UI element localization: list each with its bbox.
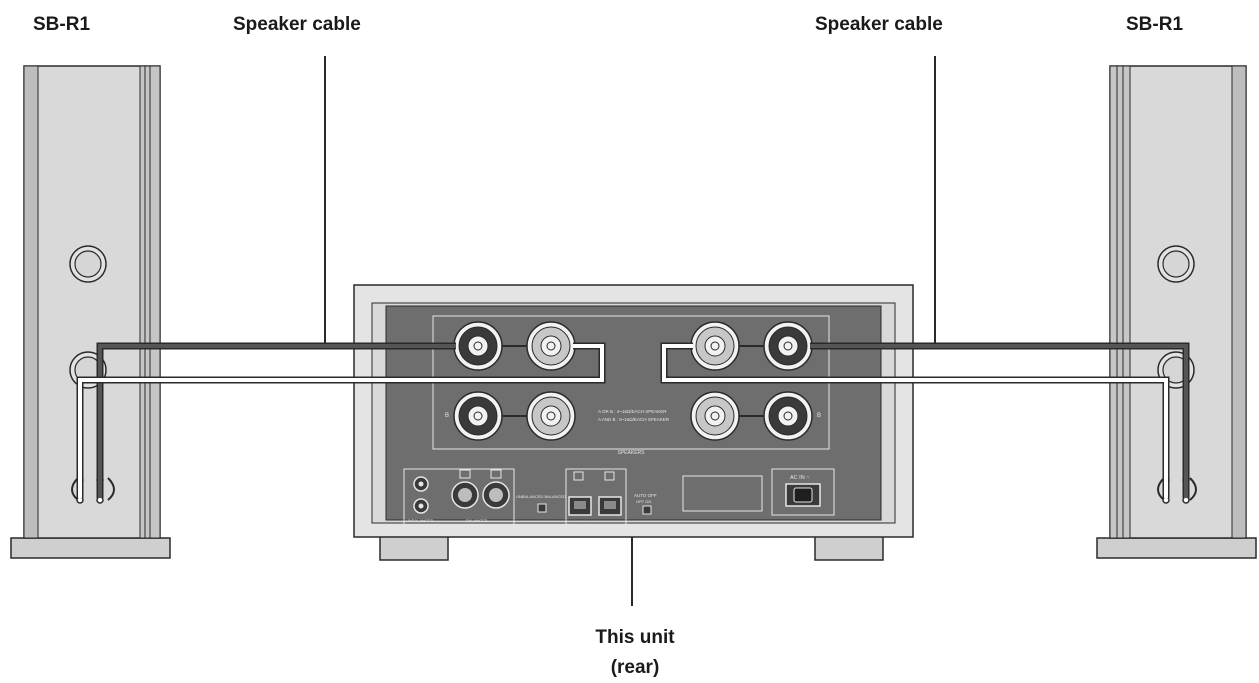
digital-link-label: Technics Digital Link IN	[567, 523, 607, 527]
ac-in-section	[771, 468, 835, 516]
ac-in-label: AC IN ~	[790, 475, 809, 481]
unit-foot-right	[814, 535, 884, 561]
label-plate	[682, 475, 763, 512]
terminal-right-a-pos	[690, 321, 740, 371]
cable-left-label: Speaker cable	[233, 14, 361, 35]
unit-label-line1: This unit	[595, 627, 675, 648]
unit-label-line2: (rear)	[610, 657, 660, 678]
speaker-cable-right	[660, 342, 1190, 498]
auto-off-options: OFF ON	[636, 499, 651, 504]
input-select-switch	[537, 503, 547, 513]
speaker-cable-left	[76, 342, 606, 498]
analog-in-section	[403, 468, 515, 531]
speaker-right-label: SB-R1	[1126, 14, 1184, 35]
amplifier-unit: SPEAKERS A OR B : 4~16Ω/EACH SPEAKER A A…	[353, 284, 914, 561]
terminal-right-b-neg	[763, 391, 813, 441]
input-switch-label: UNBALANCED BALANCED	[516, 494, 566, 499]
ab-note-2: A AND B : 8~16Ω/EACH SPEAKER	[598, 417, 670, 422]
ab-note-1: A OR B : 4~16Ω/EACH SPEAKER	[598, 409, 667, 414]
ac-inlet-icon	[793, 487, 813, 503]
cable-right-label: Speaker cable	[815, 14, 943, 35]
speaker-right	[1096, 65, 1257, 559]
speakers-panel-label: SPEAKERS	[618, 450, 646, 456]
auto-off-switch	[642, 505, 652, 515]
terminal-left-b-pos	[526, 391, 576, 441]
speaker-left	[10, 65, 171, 559]
terminal-b-left: B	[445, 413, 449, 419]
digital-link-section	[565, 468, 627, 529]
unit-foot-left	[379, 535, 449, 561]
analog-in-label: ANALOG IN	[440, 525, 465, 530]
speaker-left-label: SB-R1	[33, 14, 91, 35]
unit-label: This unit (rear)	[570, 623, 700, 683]
auto-off-label: AUTO OFF	[634, 493, 657, 498]
unbalanced-label: UNBALANCED	[406, 518, 433, 523]
terminal-b-right: B	[817, 413, 821, 419]
terminal-left-b-neg	[453, 391, 503, 441]
terminal-left-a-neg	[453, 321, 503, 371]
terminal-right-a-neg	[763, 321, 813, 371]
balanced-label: BALANCED	[466, 518, 488, 523]
terminal-left-a-pos	[526, 321, 576, 371]
terminal-right-b-pos	[690, 391, 740, 441]
